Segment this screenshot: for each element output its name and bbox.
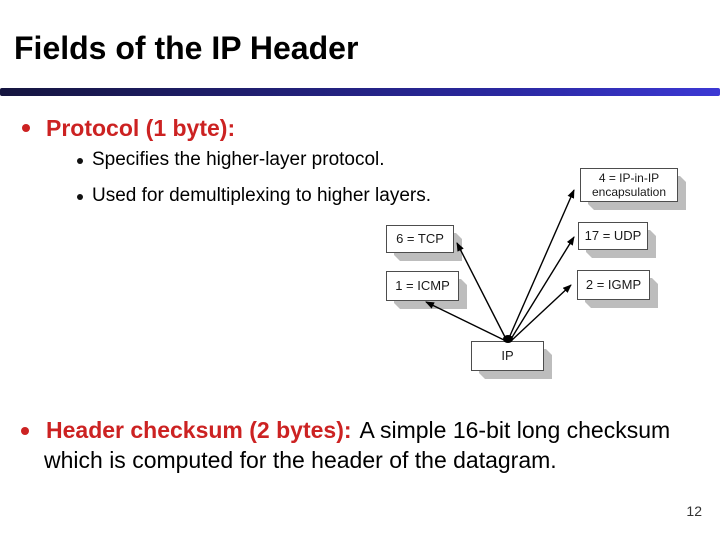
page-title: Fields of the IP Header [14, 30, 359, 66]
checksum-body-line2: which is computed for the header of the … [44, 447, 557, 473]
checksum-line-1: Header checksum (2 bytes): A simple 16-bi… [46, 417, 670, 444]
udp-label: 17 = UDP [584, 228, 642, 243]
bullet-dot-icon [77, 158, 83, 164]
tcp-label: 6 = TCP [396, 231, 444, 246]
ip-label: IP [501, 348, 514, 363]
tcp-box: 6 = TCP [386, 225, 454, 253]
icmp-box: 1 = ICMP [386, 271, 459, 301]
ipinip-box: 4 = IP-in-IP encapsulation [580, 168, 678, 202]
igmp-label: 2 = IGMP [585, 277, 642, 292]
bullet-dot-icon [21, 427, 29, 435]
title-accent-bar [0, 88, 720, 96]
igmp-box: 2 = IGMP [577, 270, 650, 300]
udp-box: 17 = UDP [578, 222, 648, 250]
protocol-subbullet-2: Used for demultiplexing to higher layers… [92, 185, 432, 206]
bullet-dot-icon [22, 124, 30, 132]
protocol-heading: Protocol (1 byte): [46, 115, 236, 141]
icmp-label: 1 = ICMP [395, 278, 450, 293]
checksum-heading: Header checksum (2 bytes): [46, 417, 352, 443]
ip-box: IP [471, 341, 544, 371]
page-number: 12 [686, 503, 702, 519]
ipinip-label-line2: encapsulation [591, 185, 667, 199]
protocol-subbullet-1: Specifies the higher-layer protocol. [92, 149, 385, 170]
ipinip-label-line1: 4 = IP-in-IP [598, 171, 660, 185]
checksum-body-line1: A simple 16-bit long checksum [359, 417, 671, 443]
bullet-dot-icon [77, 194, 83, 200]
